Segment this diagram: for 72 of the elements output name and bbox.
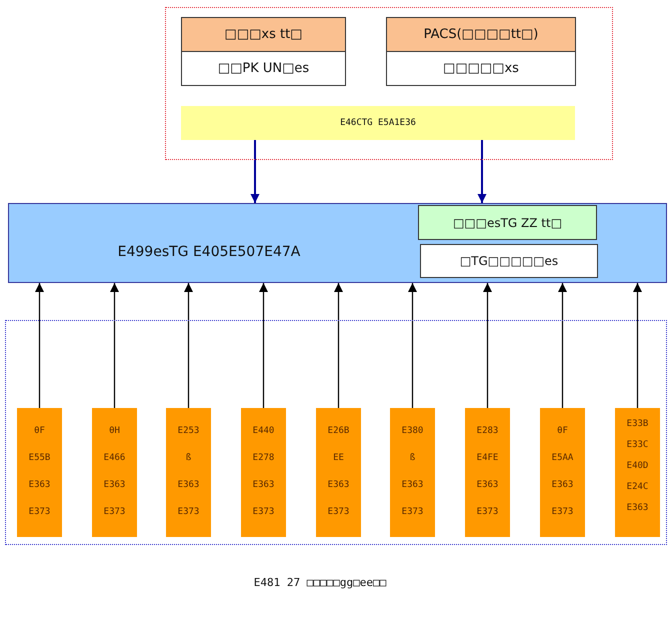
box-label: θF — [34, 426, 45, 437]
box-label: E4FE — [476, 453, 498, 464]
box-label: E373 — [402, 507, 424, 518]
source-box — [390, 408, 435, 537]
box-label: E373 — [252, 507, 274, 518]
source-box — [166, 408, 211, 537]
box-label: θH — [109, 426, 120, 437]
source-box — [92, 408, 137, 537]
box-label: E40D — [626, 461, 648, 472]
box-label: E55B — [28, 453, 50, 464]
box-label: E33C — [626, 440, 648, 451]
box-label: E278 — [252, 453, 274, 464]
source-box — [615, 408, 660, 537]
box-label: E363 — [104, 480, 126, 491]
arrow — [633, 283, 642, 408]
dotted-frame — [5, 320, 667, 545]
arrow — [334, 283, 343, 408]
box-label: E363 — [476, 480, 498, 491]
box-label: E440 — [252, 426, 274, 437]
box-label: ß — [410, 453, 416, 464]
box-label: E363 — [328, 480, 350, 491]
source-box — [241, 408, 286, 537]
box-title: E499esTG E405E507E47A — [118, 244, 300, 260]
arrow — [250, 140, 260, 203]
box-label: E5AA — [552, 453, 574, 464]
arrow — [184, 283, 193, 408]
box-label: E33B — [626, 419, 648, 430]
arrow — [558, 283, 567, 408]
box-label: □TG□□□□□es — [460, 254, 558, 268]
arrow — [259, 283, 268, 408]
table-header-cell: □□□xs tt□ — [182, 18, 345, 52]
arrow — [408, 283, 417, 408]
box-label: E283 — [476, 426, 498, 437]
source-box — [316, 408, 361, 537]
box-label: E363 — [626, 503, 648, 514]
box-label: θF — [557, 426, 568, 437]
box-label: E363 — [552, 480, 574, 491]
box-label: E363 — [402, 480, 424, 491]
box-label: E24C — [626, 482, 648, 493]
box-label: E363 — [28, 480, 50, 491]
banner-bar — [181, 106, 575, 140]
box-label: E373 — [328, 507, 350, 518]
box-label: E363 — [252, 480, 274, 491]
box-label: E373 — [552, 507, 574, 518]
box-label: E373 — [178, 507, 200, 518]
box-label: EE — [333, 453, 344, 464]
source-box — [540, 408, 585, 537]
table — [386, 17, 576, 86]
box-label: E373 — [476, 507, 498, 518]
box-label: E253 — [178, 426, 200, 437]
arrow — [110, 283, 119, 408]
module-box — [420, 244, 598, 278]
box-label: E363 — [178, 480, 200, 491]
module-box — [418, 205, 597, 240]
box-label: □□□esTG ZZ tt□ — [452, 216, 562, 230]
box-label: E380 — [402, 426, 424, 437]
arrow — [483, 283, 492, 408]
box-label: E466 — [104, 453, 126, 464]
box-label: E373 — [28, 507, 50, 518]
source-box — [465, 408, 510, 537]
box-label: E373 — [104, 507, 126, 518]
dotted-frame — [165, 7, 613, 160]
box-label: E26B — [328, 426, 350, 437]
source-box — [17, 408, 62, 537]
figure-caption: E481 27 □□□□□gg□ee□□ — [254, 576, 386, 589]
table — [181, 17, 346, 86]
banner-label: E46CTG E5A1E36 — [340, 118, 416, 128]
system-box — [8, 203, 667, 283]
table-header-cell: PACS(□□□□tt□) — [387, 18, 575, 52]
arrow — [35, 283, 44, 408]
arrow — [478, 140, 486, 203]
box-label: ß — [186, 453, 192, 464]
